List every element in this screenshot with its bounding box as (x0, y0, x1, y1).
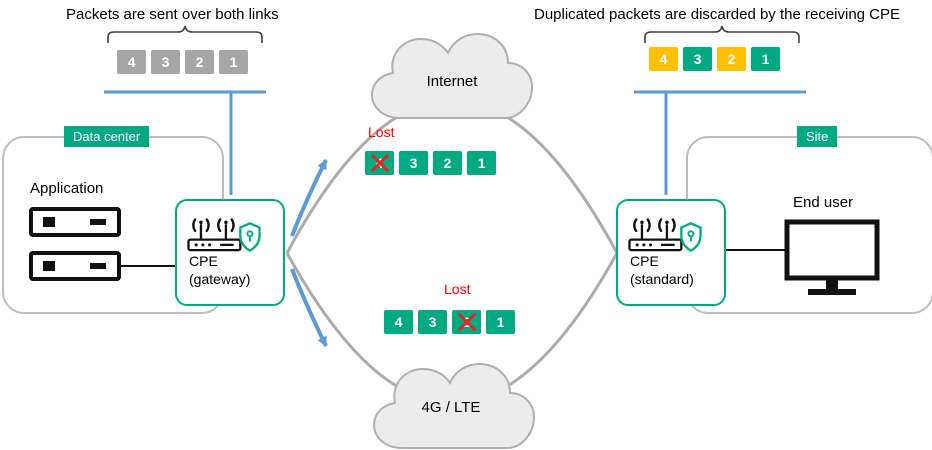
monitor-icon (784, 219, 880, 295)
packet-label: 1 (229, 54, 238, 70)
top-link-arc (285, 98, 619, 254)
packet-label: 1 (477, 155, 486, 171)
top-lost-label: Lost (368, 124, 395, 140)
lte-cloud-shape (372, 362, 536, 449)
packet-label: 3 (428, 314, 437, 330)
received-packet-2: 2 (717, 47, 746, 71)
packet-label: 4 (394, 314, 403, 330)
right-caption: Duplicated packets are discarded by the … (534, 6, 901, 23)
packet-label: 4 (127, 54, 136, 70)
received-packet-1: 1 (751, 47, 780, 71)
top-link-packet-row: 4 3 2 1 (365, 151, 496, 175)
bottomlink-packet-2-lost: 2 (452, 310, 481, 334)
packet-label: 1 (761, 51, 770, 67)
sent-packet-2: 2 (185, 50, 214, 74)
packet-label: 1 (496, 314, 505, 330)
packet-label: 2 (443, 155, 452, 171)
cpe-standard-name: CPE (630, 253, 659, 269)
packet-label: 2 (195, 54, 204, 70)
lost-x-icon (452, 310, 481, 334)
cpe-standard-role: (standard) (630, 271, 694, 287)
received-packet-row: 4 3 2 1 (649, 47, 780, 71)
sent-packet-3: 3 (151, 50, 180, 74)
router-shield-icon (187, 218, 261, 252)
router-shield-icon (628, 218, 702, 252)
lte-cloud-label: 4G / LTE (421, 399, 481, 416)
received-packet-4: 4 (649, 47, 678, 71)
toplink-packet-1: 1 (467, 151, 496, 175)
internet-cloud-shape (370, 32, 534, 119)
packet-label: 2 (727, 51, 736, 67)
bottomlink-packet-3: 3 (418, 310, 447, 334)
right-brace-icon (644, 25, 800, 43)
sent-packet-row: 4 3 2 1 (117, 50, 248, 74)
lost-x-icon (365, 151, 394, 175)
left-brace-icon (107, 25, 263, 43)
application-label: Application (30, 180, 104, 197)
sent-packet-1: 1 (219, 50, 248, 74)
toplink-packet-3: 3 (399, 151, 428, 175)
toplink-packet-2: 2 (433, 151, 462, 175)
cpe-gateway-name: CPE (189, 253, 218, 269)
datacenter-badge: Data center (64, 126, 150, 147)
packet-label: 4 (659, 51, 668, 67)
left-caption: Packets are sent over both links (66, 6, 279, 23)
packet-label: 3 (693, 51, 702, 67)
toplink-packet-4-lost: 4 (365, 151, 394, 175)
sent-packet-4: 4 (117, 50, 146, 74)
cpe-gateway-role: (gateway) (189, 271, 251, 287)
internet-cloud-label: Internet (426, 73, 478, 90)
bottomlink-packet-4: 4 (384, 310, 413, 334)
bottom-link-packet-row: 4 3 2 1 (384, 310, 515, 334)
end-user-label: End user (793, 194, 854, 211)
send-arrow-bottom-icon (290, 268, 328, 347)
packet-label: 3 (161, 54, 170, 70)
bottom-lost-label: Lost (444, 281, 471, 297)
cpe-gateway-box: CPE (gateway) (175, 199, 285, 306)
server-icon (29, 207, 121, 281)
send-arrow-top-icon (290, 159, 328, 237)
cpe-standard-box: CPE (standard) (616, 199, 726, 306)
received-packet-3: 3 (683, 47, 712, 71)
packet-label: 3 (409, 155, 418, 171)
site-badge: Site (797, 126, 838, 147)
bottomlink-packet-1: 1 (486, 310, 515, 334)
